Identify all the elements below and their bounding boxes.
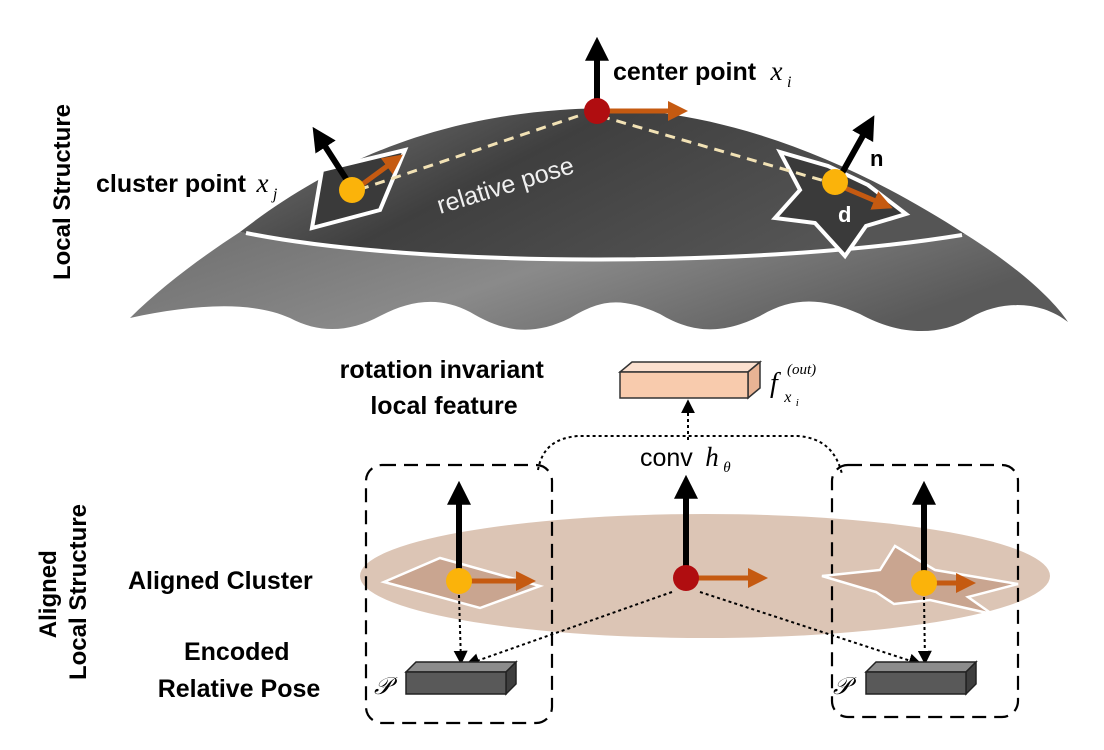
center-to-left-encoder [465,591,673,667]
center-to-right-encoder [699,591,923,668]
feature-label: rotation invariant local feature [340,356,549,420]
cluster-point-right [822,169,848,195]
surface [130,108,1068,332]
star-direction-arrow [844,185,893,210]
cluster-patch-star [770,148,911,260]
aligned-right-point [911,570,937,596]
cluster-point-label: cluster point x j [96,168,278,203]
center-point-label: center point x i [613,56,791,91]
relative-pose-line-right [599,114,829,184]
encoder-box-right [864,660,978,696]
cluster-direction-arrow [358,154,403,189]
center-point [584,98,610,124]
encoder-symbol-right: 𝒫 [833,672,857,700]
local-structure-label: Local Structure [49,104,76,280]
surface-dome [240,108,965,260]
right-cluster-to-encoder [917,596,932,665]
right-group-box [830,463,1020,719]
encoder-symbol-left: 𝒫 [374,672,398,700]
feature-box [617,360,763,400]
normal-label: n [870,146,883,171]
conv-label: conv h θ [640,442,731,476]
feature-superscript: (out) [787,362,816,378]
surface-boundary-curve [245,231,963,262]
aligned-center-point [673,565,699,591]
left-cluster-to-encoder [453,594,468,665]
encoded-relative-pose-label: Encoded Relative Pose [158,638,321,703]
aligned-local-structure-label: Aligned Local Structure [35,504,92,680]
direction-label: d [838,202,851,227]
aligned-left-point [446,568,472,594]
left-group-box [364,463,554,725]
encoder-box-left [404,660,518,696]
cluster-point-left [339,177,365,203]
aggregation-bracket [537,435,843,475]
aligned-cluster-label: Aligned Cluster [128,567,313,595]
relative-pose-line-left [357,114,579,192]
surface-lower-band [130,232,1068,332]
feature-symbol: f x i [770,368,799,409]
